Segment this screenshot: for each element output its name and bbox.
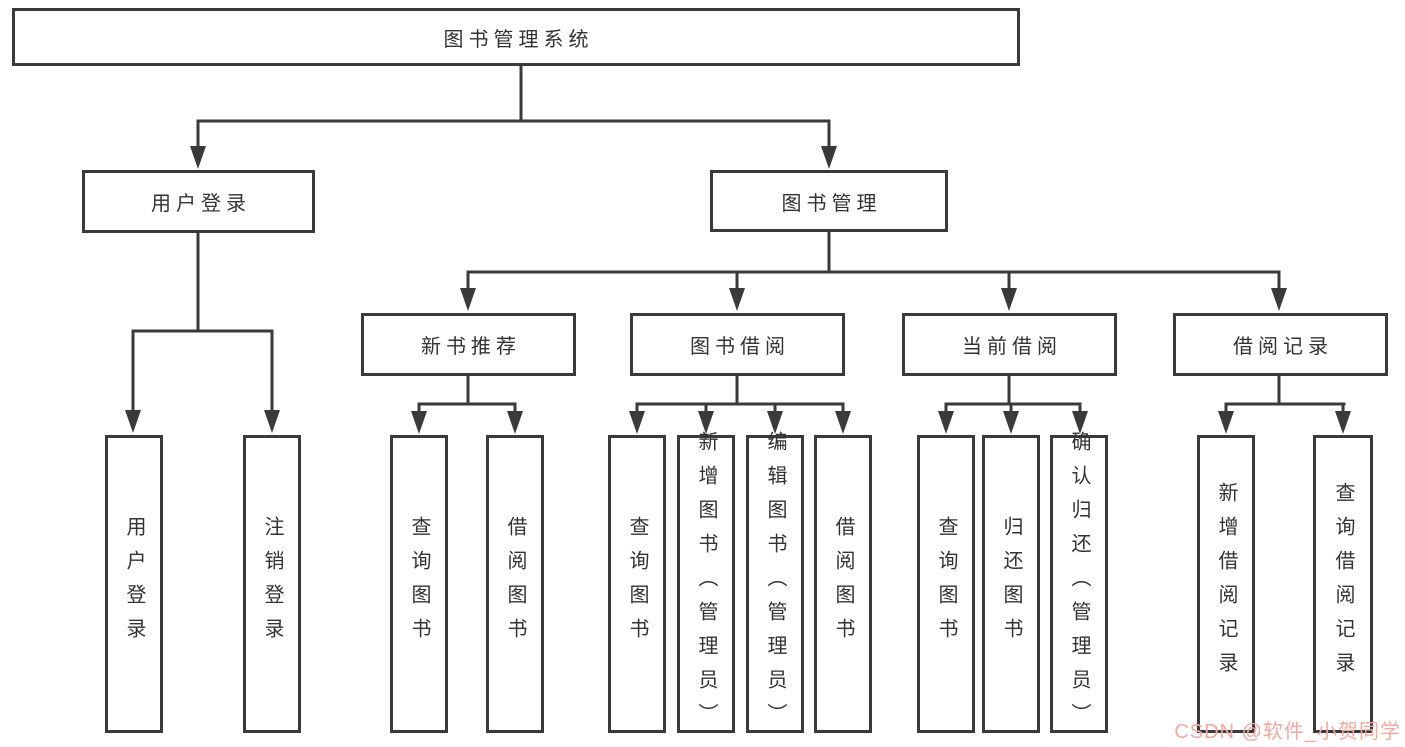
leaf-query-books-borrow: 查询图书 — [608, 435, 666, 733]
leaf-borrow-books-recommend: 借阅图书 — [486, 435, 544, 733]
node-book-management: 图书管理 — [710, 170, 948, 232]
node-root-system: 图书管理系统 — [12, 8, 1020, 66]
arrowhead — [125, 410, 141, 433]
connector-borrow-record-to-leaves — [1218, 374, 1351, 434]
leaf-label: 注销登录 — [261, 516, 283, 652]
leaf-user-login: 用户登录 — [105, 435, 163, 733]
leaf-confirm-return-admin: 确认归还（管理员） — [1050, 431, 1108, 737]
leaf-label: 查询借阅记录 — [1332, 482, 1354, 686]
leaf-label: 新增借阅记录 — [1215, 482, 1237, 686]
arrowhead — [729, 288, 745, 311]
leaf-label: 借阅图书 — [504, 516, 526, 652]
leaf-label: 新增图书（管理员） — [695, 431, 717, 737]
csdn-watermark: CSDN @软件_小贺同学 — [1174, 721, 1401, 743]
leaf-edit-book-admin: 编辑图书（管理员） — [746, 431, 804, 737]
leaf-query-books-current: 查询图书 — [917, 435, 975, 733]
leaf-borrow-books: 借阅图书 — [814, 435, 872, 733]
arrowhead — [835, 411, 851, 434]
leaf-query-borrow-record: 查询借阅记录 — [1313, 435, 1373, 733]
leaf-label: 用户登录 — [123, 516, 145, 652]
leaf-add-borrow-record: 新增借阅记录 — [1197, 435, 1255, 733]
connector-new-book-to-leaves — [411, 374, 523, 434]
leaf-label: 查询图书 — [935, 516, 957, 652]
arrowhead — [767, 411, 783, 434]
arrowhead — [698, 411, 714, 434]
connector-user-login-to-leaves — [125, 231, 280, 433]
leaf-label: 归还图书 — [1000, 516, 1022, 652]
node-user-login: 用户登录 — [82, 170, 315, 233]
leaf-label: 确认归还（管理员） — [1068, 431, 1090, 737]
leaf-label: 查询图书 — [626, 516, 648, 652]
arrowhead — [190, 146, 206, 169]
connector-book-mgmt-to-level3 — [460, 230, 1287, 311]
connector-current-borrow-to-leaves — [938, 374, 1088, 434]
arrowhead — [1003, 411, 1019, 434]
node-borrow-records: 借阅记录 — [1173, 313, 1388, 376]
arrowhead — [938, 411, 954, 434]
connector-root-to-level2 — [190, 64, 837, 169]
connector-book-borrow-to-leaves — [629, 374, 851, 434]
arrowhead — [460, 288, 476, 311]
leaf-logout: 注销登录 — [243, 435, 301, 733]
arrowhead — [1072, 411, 1088, 434]
leaf-label: 查询图书 — [408, 516, 430, 652]
arrowhead — [507, 411, 523, 434]
node-current-borrow: 当前借阅 — [902, 313, 1117, 376]
arrowhead — [1335, 411, 1351, 434]
node-new-book-recommend: 新书推荐 — [361, 313, 576, 376]
leaf-return-books: 归还图书 — [982, 435, 1040, 733]
leaf-query-books-recommend: 查询图书 — [390, 435, 448, 733]
leaf-label: 编辑图书（管理员） — [764, 431, 786, 737]
arrowhead — [1001, 288, 1017, 311]
arrowhead — [411, 411, 427, 434]
arrowhead — [1218, 411, 1234, 434]
node-book-borrow: 图书借阅 — [630, 313, 845, 376]
arrowhead — [264, 410, 280, 433]
leaf-add-book-admin: 新增图书（管理员） — [677, 431, 735, 737]
leaf-label: 借阅图书 — [832, 516, 854, 652]
arrowhead — [821, 146, 837, 169]
arrowhead — [629, 411, 645, 434]
arrowhead — [1271, 288, 1287, 311]
